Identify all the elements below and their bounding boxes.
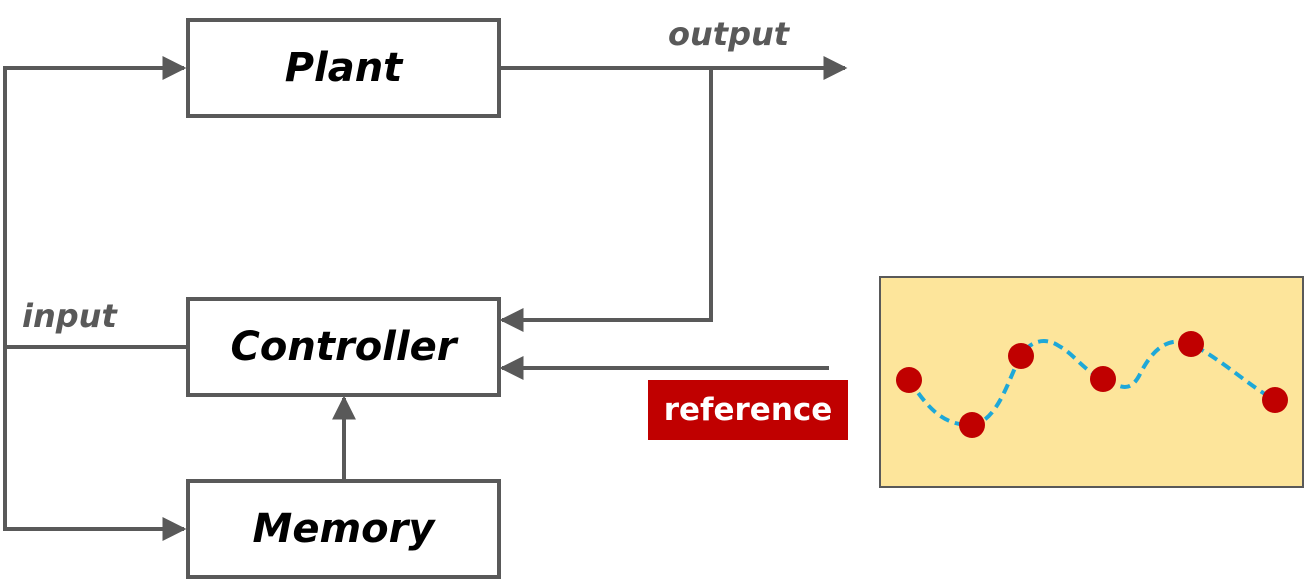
reference-badge: reference: [648, 380, 848, 440]
reference-point: [959, 412, 985, 438]
plant-block: Plant: [186, 18, 501, 118]
reference-panel-background: [879, 276, 1304, 488]
memory-label: Memory: [252, 506, 435, 552]
reference-point: [1008, 343, 1034, 369]
reference-point: [1178, 331, 1204, 357]
controller-block: Controller: [186, 297, 501, 397]
reference-label: reference: [663, 392, 833, 428]
controller-label: Controller: [230, 324, 457, 370]
output-label: output: [668, 15, 790, 53]
reference-point: [1090, 366, 1116, 392]
plant-label: Plant: [284, 45, 403, 91]
reference-point: [1262, 387, 1288, 413]
reference-point: [896, 367, 922, 393]
reference-trajectory-panel: [879, 276, 1304, 488]
input-label: input: [22, 297, 117, 335]
memory-block: Memory: [186, 479, 501, 579]
